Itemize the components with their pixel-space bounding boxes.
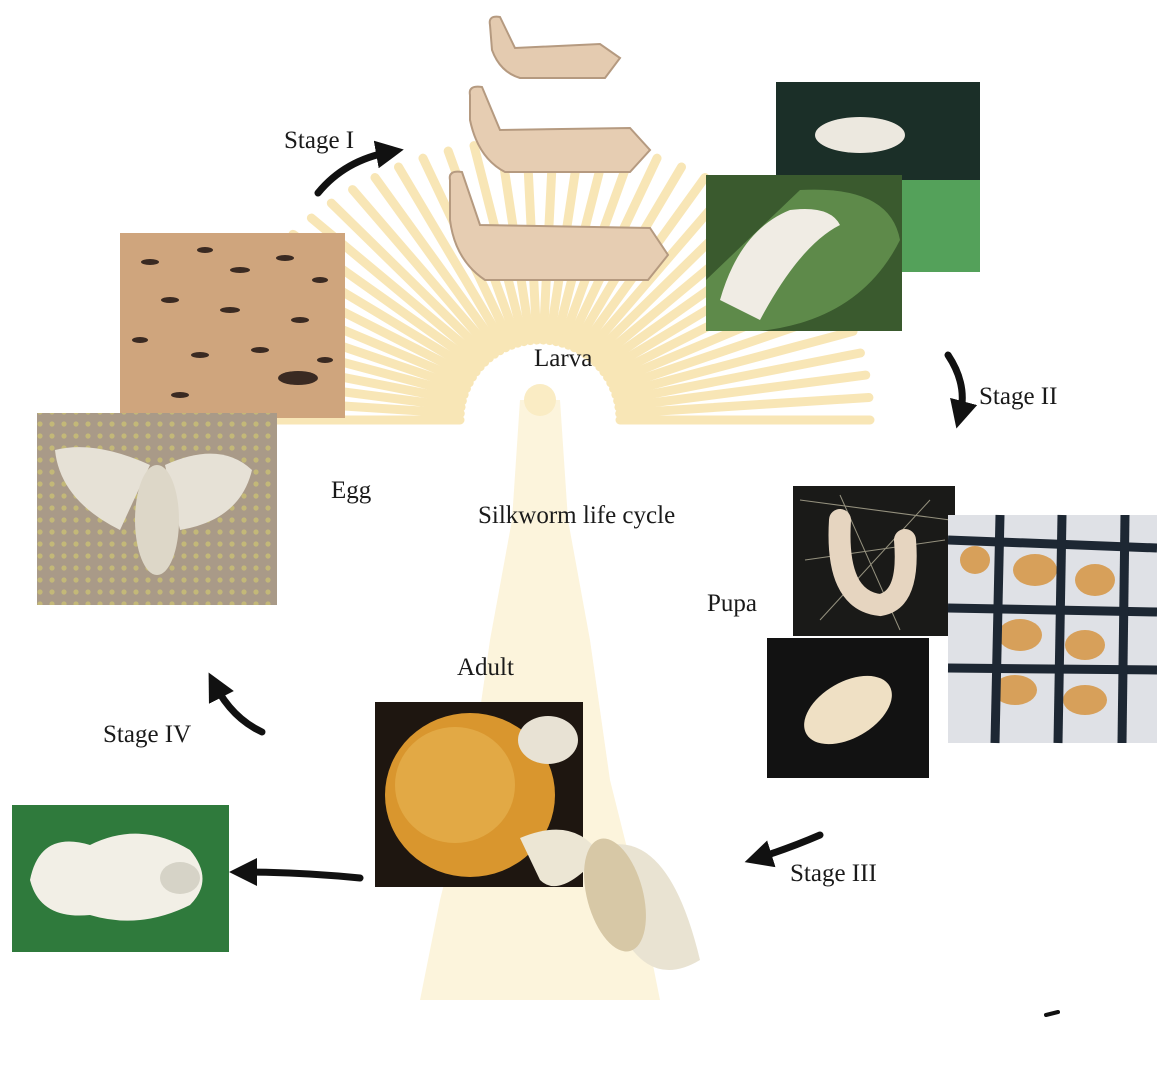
adult-to-silk-arrow [243,872,360,878]
larva-photo-on-leaves [706,82,980,331]
stage-3-arrow [758,835,820,858]
stage-4-arrow [215,685,262,732]
stage-2-arrow [948,355,962,415]
egg-photo-larvae-hatching [120,233,345,418]
adult-label: Adult [457,655,514,680]
stage-4-label: Stage IV [103,722,191,747]
egg-label: Egg [331,478,371,503]
pupa-photo-cocoon-frame [948,515,1157,743]
diagram-title: Silkworm life cycle [478,503,675,528]
pupa-photo-spinning-cocoon [793,486,955,636]
egg-photo-moth-laying-eggs [37,413,277,605]
larva-label: Larva [534,346,592,371]
larva-photo-three-silkworms [450,17,668,280]
pupa-label: Pupa [707,591,757,616]
silk-photo-raw-silk [12,805,229,952]
stage-2-label: Stage II [979,384,1057,409]
stray-mark [1046,1012,1058,1015]
stage-3-label: Stage III [790,861,877,886]
stage-1-label: Stage I [284,128,354,153]
pupa-photo-white-cocoon [767,638,929,778]
